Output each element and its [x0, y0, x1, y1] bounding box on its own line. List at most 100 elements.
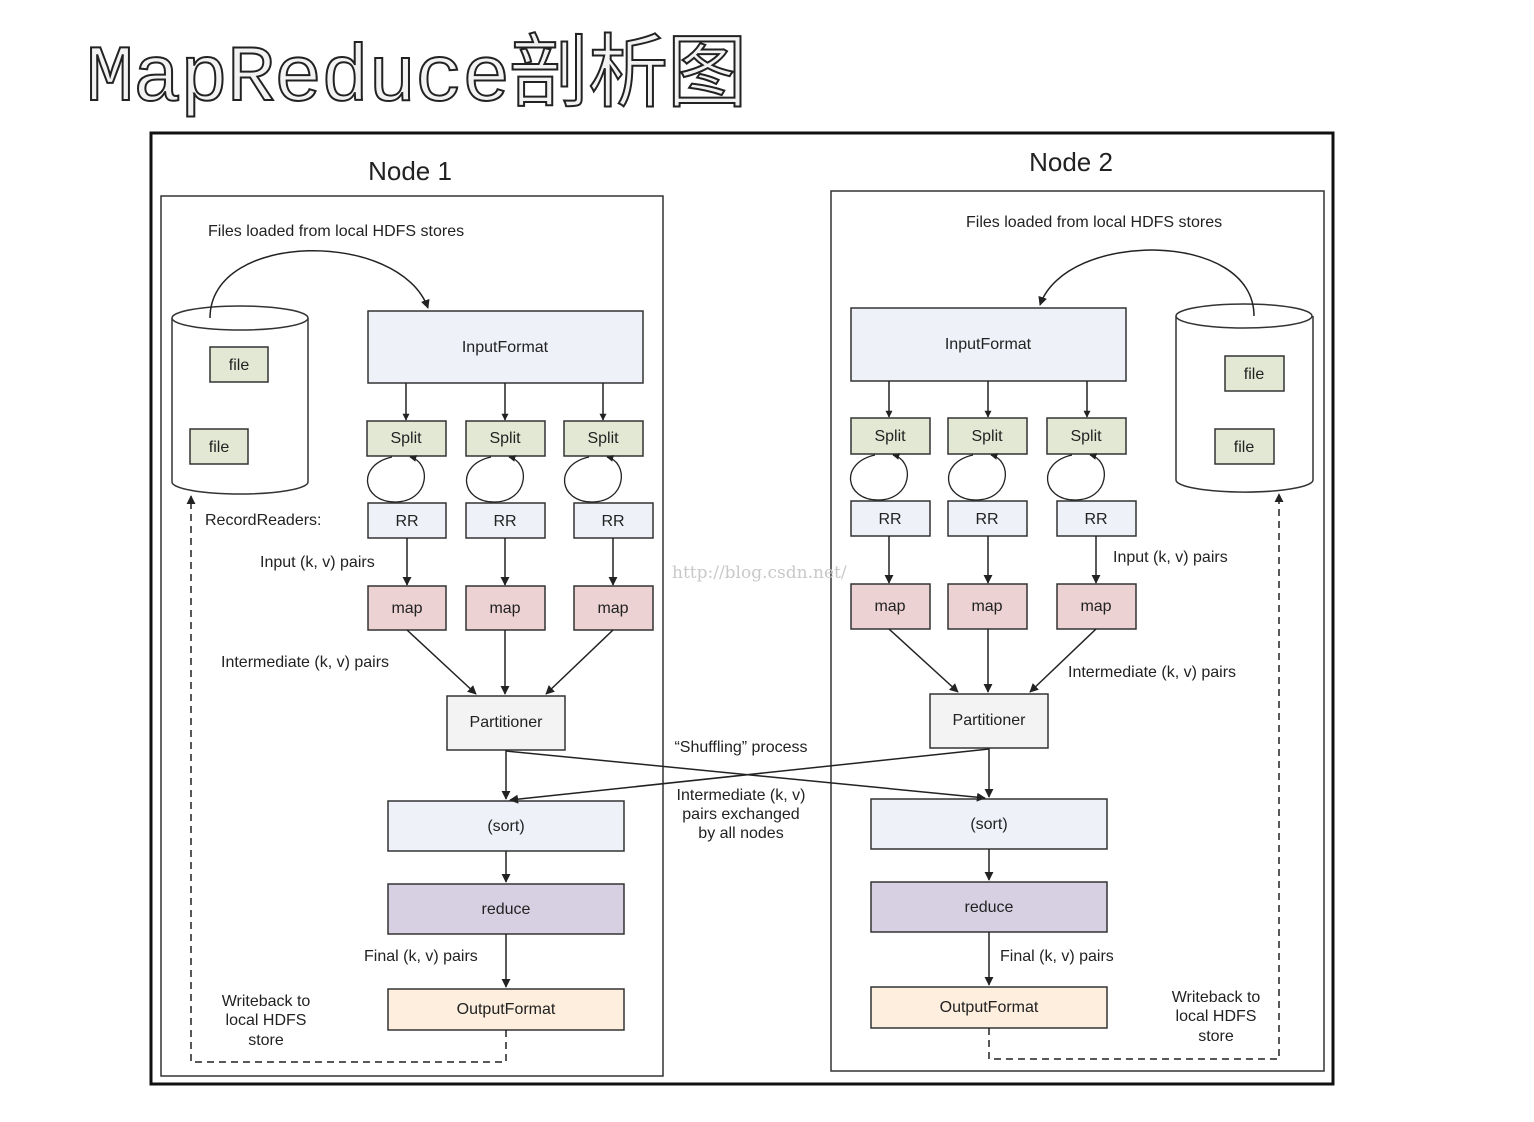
- node1-file-box: [189, 428, 249, 465]
- node1-rr-box: [367, 502, 447, 539]
- node2-load-arrow: [1038, 249, 1255, 317]
- node2-inputformat-box: [850, 307, 1127, 382]
- node2-partitioner-box: [929, 693, 1049, 749]
- node2-file-label: file: [1244, 366, 1265, 383]
- node2-rr-box: [1056, 500, 1137, 537]
- node2-sort-box: [870, 798, 1108, 850]
- node1-inputformat-label: InputFormat: [462, 339, 549, 356]
- node1-arrow: [406, 629, 477, 695]
- node2-outputformat-box: [870, 986, 1108, 1029]
- node2-map-label: map: [1080, 598, 1111, 615]
- node2-partitioner-label: Partitioner: [953, 712, 1027, 729]
- node2-map-label: map: [874, 598, 905, 615]
- shuffle-desc: Intermediate (k, v): [677, 787, 806, 804]
- node1-file-label: file: [209, 439, 230, 456]
- node2-rr-label: RR: [1084, 511, 1107, 528]
- node1-loop-arrow: [563, 454, 622, 503]
- node2-split-box: [850, 417, 931, 455]
- node2-writeback-arrow: [988, 493, 1284, 1060]
- node1-sort-label: (sort): [487, 818, 524, 835]
- node1-frame: [160, 195, 664, 1077]
- node1-reduce-label: reduce: [482, 901, 531, 918]
- node2-rr-box: [850, 500, 931, 537]
- node1-sort-box: [387, 800, 625, 852]
- shuffle-desc: pairs exchanged: [682, 806, 799, 823]
- node2-loop-arrow: [849, 452, 908, 501]
- node1-arrow: [545, 629, 614, 695]
- shuffle-desc: by all nodes: [698, 825, 783, 842]
- node2-sort-label: (sort): [970, 816, 1007, 833]
- node2-arrow: [888, 628, 959, 693]
- node1-map-box: [465, 585, 546, 631]
- page-title: MapReduce剖析图: [85, 33, 748, 126]
- node1-loop-arrow: [366, 454, 425, 503]
- node2-reduce-box: [870, 881, 1108, 933]
- node2-arrow: [1029, 628, 1097, 693]
- node1-loop-arrow: [465, 454, 524, 503]
- node2-map-label: map: [971, 598, 1002, 615]
- node2-writeback-label: Writeback to: [1172, 989, 1261, 1006]
- node2-split-label: Split: [971, 428, 1003, 445]
- node1-files-label: Files loaded from local HDFS stores: [208, 223, 464, 240]
- node1-rr-label: RR: [395, 513, 418, 530]
- node2-final-label: Final (k, v) pairs: [1000, 948, 1114, 965]
- node2-title: Node 2: [1029, 147, 1113, 177]
- node1-partitioner-box: [446, 695, 566, 751]
- node1-split-box: [366, 420, 447, 457]
- node1-file-label: file: [229, 357, 250, 374]
- node2-split-box: [947, 417, 1028, 455]
- node2-files-label: Files loaded from local HDFS stores: [966, 214, 1222, 231]
- node2-file-box: [1214, 428, 1275, 465]
- node1-recordreaders-label: RecordReaders:: [205, 512, 322, 529]
- watermark: http://blog.csdn.net/: [672, 563, 847, 583]
- node2-writeback-label: local HDFS: [1176, 1008, 1257, 1025]
- node2-outputformat-label: OutputFormat: [940, 999, 1039, 1016]
- node1-map-label: map: [489, 600, 520, 617]
- node2-writeback-label: store: [1198, 1028, 1234, 1045]
- node2-intermediate-label: Intermediate (k, v) pairs: [1068, 664, 1236, 681]
- node1-input-pairs-label: Input (k, v) pairs: [260, 554, 375, 571]
- node1-load-arrow: [209, 249, 430, 319]
- node1-map-label: map: [391, 600, 422, 617]
- node1-map-label: map: [597, 600, 628, 617]
- node1-writeback-label: store: [248, 1032, 284, 1049]
- node2-file-box: [1224, 355, 1285, 392]
- node1-split-label: Split: [489, 430, 521, 447]
- shuffle-label: “Shuffling” process: [674, 739, 807, 756]
- node1-partitioner-label: Partitioner: [470, 714, 544, 731]
- node1-split-label: Split: [390, 430, 422, 447]
- node2-rr-box: [947, 500, 1028, 537]
- node1-split-label: Split: [587, 430, 619, 447]
- node2-rr-label: RR: [975, 511, 998, 528]
- node2-loop-arrow: [947, 452, 1006, 501]
- node1-hdfs-store: [171, 305, 309, 495]
- node1-rr-box: [573, 502, 654, 539]
- node2-split-label: Split: [1070, 428, 1102, 445]
- node2-rr-label: RR: [878, 511, 901, 528]
- node1-map-box: [573, 585, 654, 631]
- node2-map-box: [850, 583, 931, 630]
- node1-split-box: [465, 420, 546, 457]
- node1-writeback-arrow: [186, 495, 507, 1063]
- node2-inputformat-label: InputFormat: [945, 336, 1032, 353]
- node2-loop-arrow: [1046, 452, 1105, 501]
- node2-split-box: [1046, 417, 1127, 455]
- node2-map-box: [947, 583, 1028, 630]
- outer-frame: [149, 131, 1335, 1086]
- node2-reduce-label: reduce: [965, 899, 1014, 916]
- node1-writeback-label: local HDFS: [226, 1012, 307, 1029]
- node2-split-label: Split: [874, 428, 906, 445]
- node1-rr-label: RR: [493, 513, 516, 530]
- node1-file-box: [209, 346, 269, 383]
- node1-intermediate-label: Intermediate (k, v) pairs: [221, 654, 389, 671]
- node2-map-box: [1056, 583, 1137, 630]
- node1-title: Node 1: [368, 156, 452, 186]
- node1-outputformat-label: OutputFormat: [457, 1001, 556, 1018]
- node1-inputformat-box: [367, 310, 644, 384]
- node1-split-box: [563, 420, 644, 457]
- node2-input-pairs-label: Input (k, v) pairs: [1113, 549, 1228, 566]
- node1-rr-label: RR: [601, 513, 624, 530]
- shuffle-arrow-node2-to-node1: [509, 748, 990, 804]
- node1-writeback-label: Writeback to: [222, 993, 311, 1010]
